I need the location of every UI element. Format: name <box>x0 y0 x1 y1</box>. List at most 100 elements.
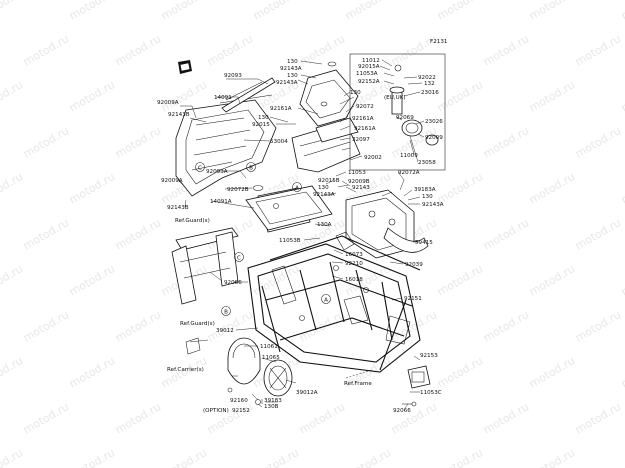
part-number-label: 92152A <box>358 79 380 85</box>
watermark-text: motod.ru <box>573 308 623 344</box>
part-number-label: 92066 <box>224 280 242 286</box>
fuel-sender-part <box>389 64 439 146</box>
svg-text:C: C <box>198 166 202 172</box>
part-number-label: 92161A <box>354 126 376 132</box>
right-bracket-assembly <box>335 189 429 259</box>
watermark-text: motod.ru <box>481 32 531 68</box>
part-number-label: 130B <box>264 404 279 410</box>
part-number-label: 11053B <box>279 238 301 244</box>
part-number-label: 92015 <box>252 122 270 128</box>
watermark-text: motod.ru <box>527 78 577 114</box>
part-number-label: 92093A <box>206 169 228 175</box>
watermark-text: motod.ru <box>481 124 531 160</box>
part-number-label: 92009A <box>161 178 183 184</box>
part-number-label: 130 <box>422 194 433 200</box>
part-number-label: 39012 <box>216 328 234 334</box>
leader-lines <box>177 59 425 409</box>
part-number-label: 11053C <box>420 390 442 396</box>
watermark-text: motod.ru <box>67 170 117 206</box>
front-guard-bar <box>171 227 239 305</box>
watermark-text: motod.ru <box>297 32 347 68</box>
watermark-text: motod.ru <box>205 32 255 68</box>
part-number-label: 92210 <box>345 261 363 267</box>
part-number-label: 92009A <box>157 100 179 106</box>
part-number-label: 92143A <box>280 66 302 72</box>
part-number-label: 59415 <box>415 240 433 246</box>
air-duct-assembly <box>291 61 361 173</box>
filter-canister-assembly <box>227 337 293 405</box>
watermark-text: motod.ru <box>67 262 117 298</box>
watermark-text: motod.ru <box>481 216 531 252</box>
part-number-label: 11061 <box>260 344 278 350</box>
watermark-text: motod.ru <box>0 78 25 114</box>
part-number-label: 92161A <box>352 116 374 122</box>
part-number-label: 11065 <box>262 355 280 361</box>
watermark-text: motod.ru <box>113 308 163 344</box>
part-number-label: 92143A <box>422 202 444 208</box>
watermark-text: motod.ru <box>619 446 625 468</box>
watermark-text: motod.ru <box>481 308 531 344</box>
part-number-labels: 92093 14091 92009A 92143B 53004 92093A 9… <box>157 58 444 414</box>
watermark-text: motod.ru <box>527 170 577 206</box>
part-number-label: 92143A <box>313 192 335 198</box>
part-number-label: 92152 <box>232 408 250 414</box>
watermark-text: motod.ru <box>251 0 301 23</box>
watermark-text: motod.ru <box>389 32 439 68</box>
part-number-label: 39183 <box>264 398 282 404</box>
watermark-text: motod.ru <box>113 32 163 68</box>
pin-part <box>402 401 417 407</box>
part-number-label: 92015A <box>358 64 380 70</box>
part-number-label: 92153 <box>420 353 438 359</box>
watermark-text: motod.ru <box>619 262 625 298</box>
part-number-label: 23026 <box>425 119 443 125</box>
watermark-text: motod.ru <box>205 400 255 436</box>
watermark-text: motod.ru <box>343 446 393 468</box>
part-number-label: 130 <box>287 73 298 79</box>
part-number-label: 92161A <box>270 106 292 112</box>
ref-label-guards-bottom: Ref.Guard(s) <box>180 321 215 327</box>
part-number-label: 130 <box>287 59 298 65</box>
watermark-text: motod.ru <box>573 124 623 160</box>
watermark-text: motod.ru <box>67 78 117 114</box>
watermark-text: motod.ru <box>527 446 577 468</box>
part-number-label: 92072A <box>398 170 420 176</box>
part-number-label: 130 <box>350 90 361 96</box>
watermark-text: motod.ru <box>619 170 625 206</box>
watermark-text: motod.ru <box>573 216 623 252</box>
part-number-label: 92143B <box>168 112 190 118</box>
watermark-text: motod.ru <box>343 0 393 23</box>
region-note-eu-uk: (EU,UK) <box>384 95 406 101</box>
part-number-label: 11009 <box>400 153 418 159</box>
part-number-label: 92002 <box>364 155 382 161</box>
watermark-text: motod.ru <box>113 216 163 252</box>
front-cover-assembly <box>175 81 277 197</box>
ref-label-guards-top: Ref.Guard(s) <box>175 218 210 224</box>
part-number-label: 39012A <box>296 390 318 396</box>
watermark-text: motod.ru <box>159 446 209 468</box>
part-number-label: 16073 <box>345 252 363 258</box>
part-number-label: 130 <box>318 185 329 191</box>
watermark-text: motod.ru <box>619 0 625 23</box>
watermark-text: motod.ru <box>21 400 71 436</box>
option-note: (OPTION) <box>203 408 229 414</box>
watermark-text: motod.ru <box>527 262 577 298</box>
part-number-label: 92160 <box>230 398 248 404</box>
watermark-text: motod.ru <box>21 216 71 252</box>
part-number-label: 39183A <box>414 187 436 193</box>
watermark-text: motod.ru <box>113 400 163 436</box>
left-clamp-part <box>185 337 233 393</box>
watermark-text: motod.ru <box>0 170 25 206</box>
part-number-label: 92039 <box>405 262 423 268</box>
part-number-label: 11053A <box>356 71 378 77</box>
diagram-code: F2131 <box>430 39 448 45</box>
part-number-label: 11053 <box>348 170 366 176</box>
watermark-text: motod.ru <box>0 446 25 468</box>
svg-text:C: C <box>237 256 241 262</box>
watermark-text: motod.ru <box>297 400 347 436</box>
small-ring-part <box>252 185 264 191</box>
svg-text:B: B <box>224 310 228 316</box>
watermark-text: motod.ru <box>67 354 117 390</box>
part-number-label: 92015B <box>318 178 340 184</box>
